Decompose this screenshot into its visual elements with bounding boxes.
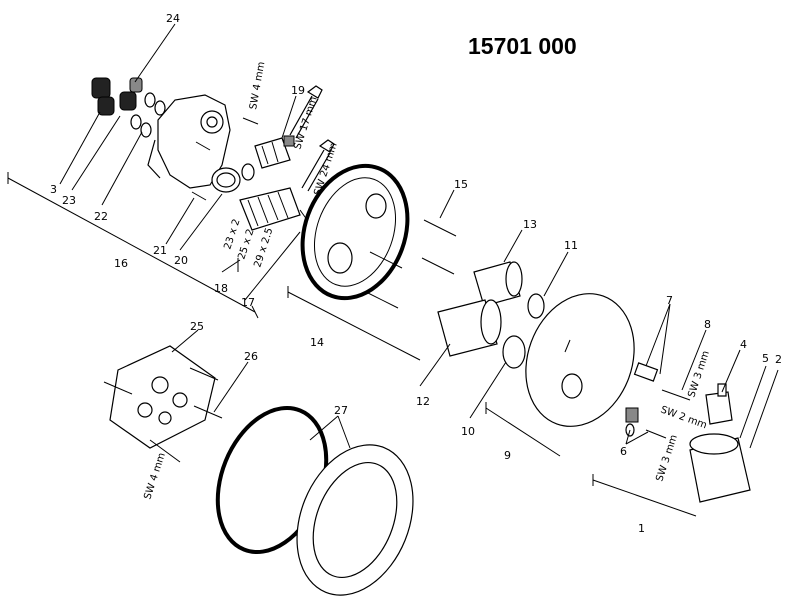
callout: 2 bbox=[775, 353, 782, 366]
callout: 14 bbox=[310, 336, 324, 349]
callout: 19 bbox=[291, 84, 305, 97]
size-label: 25 x 2 bbox=[236, 228, 256, 261]
callout: 5 bbox=[762, 352, 769, 365]
callout: 27 bbox=[334, 404, 348, 417]
wall-plate-group bbox=[300, 163, 457, 309]
model-number: 15701 000 bbox=[468, 33, 577, 59]
extension-group bbox=[437, 261, 545, 369]
tool-label: SW 3 mm bbox=[686, 349, 711, 398]
callout: 15 bbox=[454, 178, 468, 191]
callout-labels: 1 2 3 4 5 6 7 8 9 10 11 12 13 14 15 16 1… bbox=[50, 12, 782, 535]
rough-body-group bbox=[103, 345, 223, 463]
check-valve-cartridge bbox=[119, 91, 137, 111]
valve-mount-tab bbox=[147, 139, 161, 179]
callout: 20 bbox=[174, 254, 188, 267]
callout: 1 bbox=[638, 522, 645, 535]
trim-plate bbox=[525, 293, 635, 427]
thermostatic-cartridge bbox=[239, 187, 301, 231]
screw bbox=[191, 191, 207, 201]
trim-plate-group bbox=[525, 293, 635, 427]
check-valve-cartridge bbox=[91, 77, 111, 99]
trim-plate-hole bbox=[561, 373, 583, 399]
thermostat-handle-top bbox=[689, 433, 739, 455]
o-ring-11 bbox=[527, 293, 545, 319]
screw bbox=[103, 381, 133, 395]
wrench-17 bbox=[289, 95, 319, 139]
callout: 9 bbox=[504, 449, 511, 462]
valve-port-inner bbox=[206, 116, 218, 128]
screw bbox=[195, 141, 211, 151]
callout: 10 bbox=[461, 425, 475, 438]
o-ring-10 bbox=[502, 335, 526, 369]
shut-off-cartridge bbox=[254, 137, 291, 169]
adapter-6 bbox=[625, 407, 639, 423]
o-ring bbox=[140, 122, 152, 138]
callout: 22 bbox=[94, 210, 108, 223]
callout: 24 bbox=[166, 12, 180, 25]
screw bbox=[369, 251, 403, 269]
o-ring bbox=[154, 100, 166, 116]
extension-12-end bbox=[480, 299, 502, 345]
callout: 25 bbox=[190, 320, 204, 333]
check-valve-cartridge bbox=[97, 96, 115, 116]
screw bbox=[421, 257, 455, 275]
o-ring bbox=[130, 114, 142, 130]
callout: 4 bbox=[740, 338, 747, 351]
callout: 26 bbox=[244, 350, 258, 363]
allen-key bbox=[242, 117, 259, 125]
mounting-body bbox=[109, 345, 216, 449]
handle-4 bbox=[705, 391, 733, 425]
extension-13-end bbox=[505, 261, 523, 297]
callout: 17 bbox=[241, 296, 255, 309]
callout: 18 bbox=[214, 282, 228, 295]
tool-label: SW 4 mm bbox=[248, 61, 267, 111]
check-valve-cap bbox=[129, 77, 143, 93]
callout: 6 bbox=[620, 445, 627, 458]
leader-lines bbox=[7, 23, 779, 517]
spindle bbox=[283, 135, 295, 147]
plate-hole bbox=[365, 193, 387, 219]
nut-inner bbox=[216, 172, 236, 188]
callout: 11 bbox=[564, 239, 578, 252]
callout: 7 bbox=[666, 294, 673, 307]
callout: 13 bbox=[523, 218, 537, 231]
plate-hole bbox=[327, 242, 353, 274]
callout: 23 bbox=[62, 194, 76, 207]
callout: 16 bbox=[114, 257, 128, 270]
washer bbox=[241, 163, 255, 181]
tool-label: SW 2 mm bbox=[659, 404, 708, 431]
screw bbox=[193, 405, 223, 419]
screw bbox=[189, 367, 219, 381]
wrench-24 bbox=[301, 149, 331, 192]
gasket-group bbox=[215, 405, 414, 596]
o-ring bbox=[144, 92, 156, 108]
screw bbox=[423, 219, 457, 237]
wrench-17-head bbox=[306, 85, 323, 99]
grub-screw-8 bbox=[661, 389, 691, 401]
handle-group bbox=[625, 362, 751, 503]
callout: 8 bbox=[704, 318, 711, 331]
wrench-24-head bbox=[318, 139, 335, 153]
grub-screw bbox=[645, 429, 667, 439]
valve-body-group bbox=[91, 77, 335, 231]
callout: 21 bbox=[153, 244, 167, 257]
extension-piece-7 bbox=[633, 362, 659, 382]
tool-label: SW 3 mm bbox=[654, 433, 679, 482]
callout: 3 bbox=[50, 183, 57, 196]
callout: 12 bbox=[416, 395, 430, 408]
tool-label: SW 4 mm bbox=[142, 451, 167, 500]
mounting-ring-inner bbox=[312, 461, 398, 579]
allen-key bbox=[149, 439, 181, 463]
screw bbox=[365, 291, 399, 309]
